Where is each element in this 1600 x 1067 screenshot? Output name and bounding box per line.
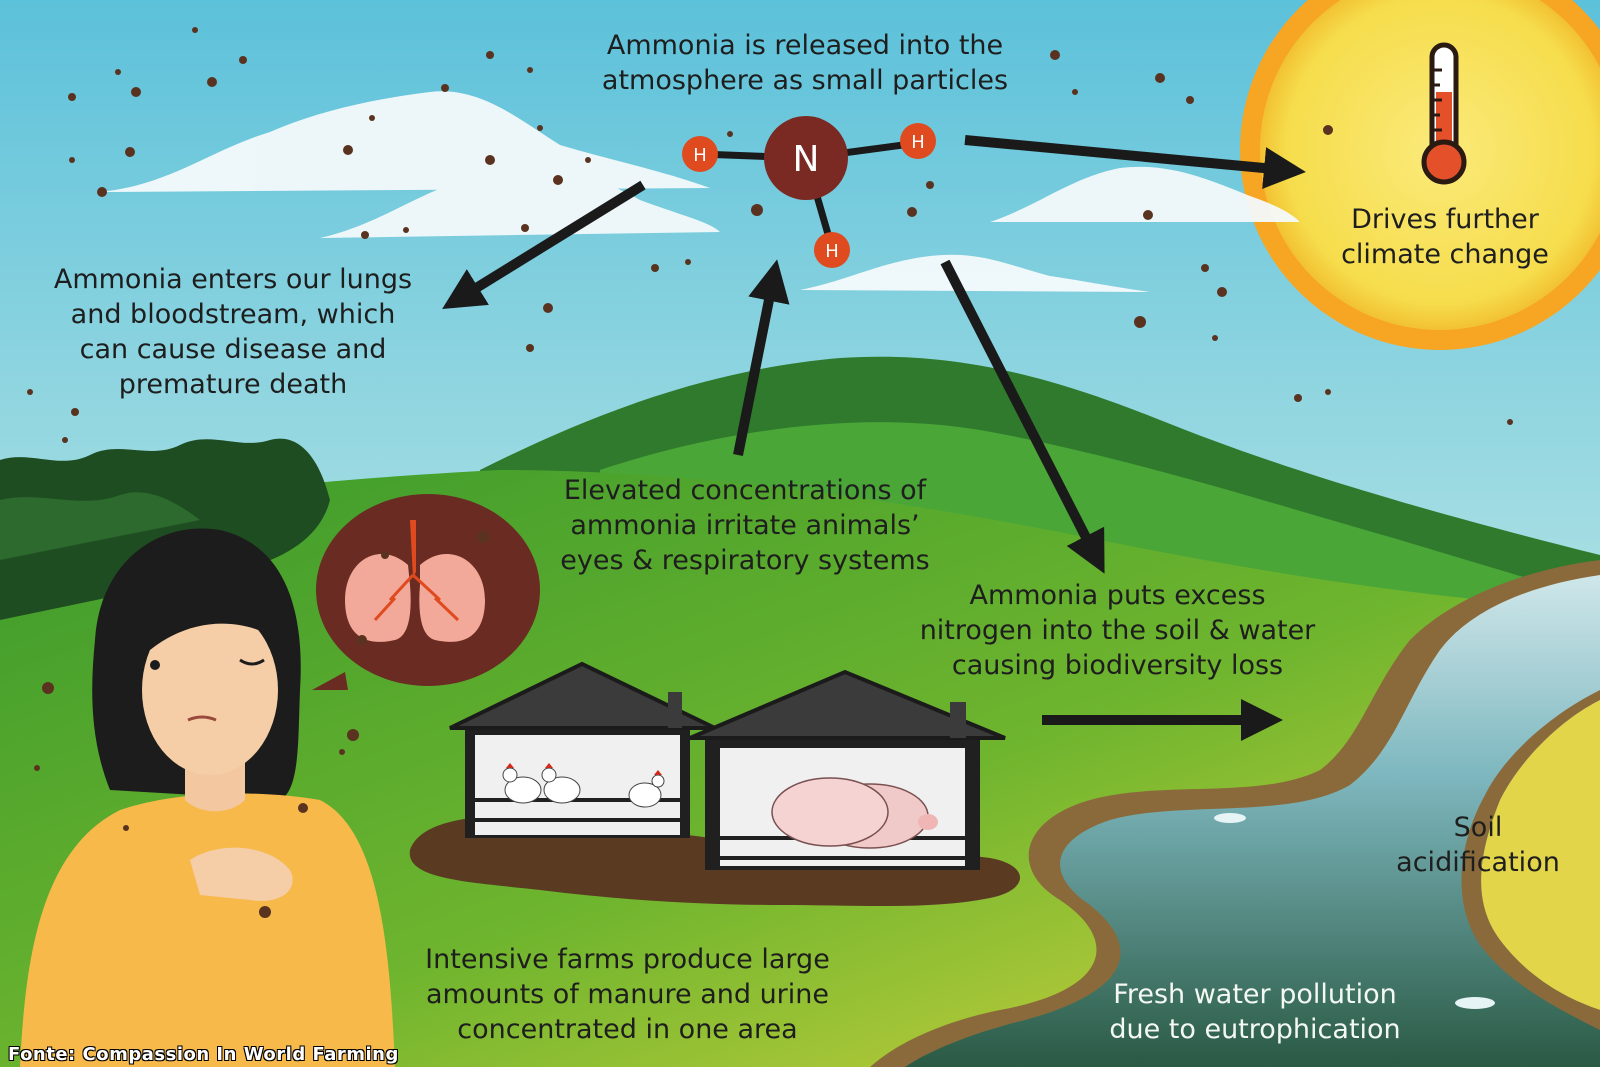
hydrogen-atom-label: H bbox=[693, 145, 707, 166]
cloud bbox=[800, 254, 1150, 292]
sun bbox=[1240, 0, 1600, 350]
label-line: climate change bbox=[1341, 239, 1549, 270]
label-line: Elevated concentrations of bbox=[563, 475, 927, 506]
label-acidification: Soil acidification bbox=[1378, 810, 1578, 880]
label-line: Fresh water pollution bbox=[1113, 979, 1397, 1010]
cloud bbox=[100, 91, 710, 192]
ammonia-molecule-icon: N H H H bbox=[682, 116, 936, 268]
label-line: due to eutrophication bbox=[1109, 1014, 1401, 1045]
hydrogen-atom-label: H bbox=[911, 132, 925, 153]
cloud bbox=[990, 166, 1300, 222]
nitrogen-atom-label: N bbox=[793, 139, 820, 180]
label-line: causing biodiversity loss bbox=[951, 650, 1284, 681]
label-line: Intensive farms produce large bbox=[425, 944, 830, 975]
label-line: amounts of manure and urine bbox=[425, 979, 830, 1010]
label-line: Ammonia enters our lungs bbox=[53, 264, 413, 295]
trees bbox=[0, 438, 330, 620]
arrow-to-climate bbox=[964, 135, 1306, 189]
thermometer-icon bbox=[1421, 42, 1467, 185]
source-credit: Fonte: Compassion In World Farming bbox=[8, 1044, 399, 1065]
label-line: and bloodstream, which bbox=[70, 299, 396, 330]
label-line: Ammonia puts excess bbox=[969, 580, 1266, 611]
chicken-icon bbox=[502, 763, 542, 804]
label-soil-water: Ammonia puts excess nitrogen into the so… bbox=[880, 578, 1355, 683]
lungs-icon bbox=[345, 520, 485, 642]
arrow-up-from-farms bbox=[733, 259, 790, 456]
label-line: can cause disease and bbox=[79, 334, 387, 365]
label-farms: Intensive farms produce large amounts of… bbox=[390, 942, 865, 1047]
label-water-pollution: Fresh water pollution due to eutrophicat… bbox=[1070, 977, 1440, 1047]
river bbox=[870, 560, 1600, 1067]
ammonia-particles bbox=[27, 27, 1513, 918]
woman-illustration bbox=[20, 528, 395, 1067]
label-line: nitrogen into the soil & water bbox=[919, 615, 1316, 646]
label-line: Drives further bbox=[1351, 204, 1539, 235]
label-line: Soil bbox=[1453, 812, 1503, 843]
label-line: premature death bbox=[118, 369, 348, 400]
arrows bbox=[442, 135, 1306, 741]
clouds bbox=[100, 91, 1300, 292]
label-lungs: Ammonia enters our lungs and bloodstream… bbox=[18, 262, 448, 402]
label-line: acidification bbox=[1396, 847, 1560, 878]
cloud bbox=[320, 168, 720, 238]
pig-icon bbox=[771, 777, 938, 849]
label-line: eyes & respiratory systems bbox=[560, 545, 930, 576]
arrow-to-lungs bbox=[442, 180, 646, 310]
label-climate: Drives further climate change bbox=[1305, 202, 1585, 272]
label-line: Ammonia is released into the bbox=[606, 30, 1004, 61]
chicken-icon bbox=[628, 770, 665, 808]
label-line: ammonia irritate animals’ bbox=[570, 510, 920, 541]
label-animals: Elevated concentrations of ammonia irrit… bbox=[525, 473, 965, 578]
label-atmosphere: Ammonia is released into the atmosphere … bbox=[555, 28, 1055, 98]
arrow-to-soil bbox=[940, 259, 1105, 574]
chicken-icon bbox=[541, 763, 581, 804]
label-line: concentrated in one area bbox=[457, 1014, 798, 1045]
hydrogen-atom-label: H bbox=[825, 241, 839, 262]
label-line: atmosphere as small particles bbox=[601, 65, 1009, 96]
